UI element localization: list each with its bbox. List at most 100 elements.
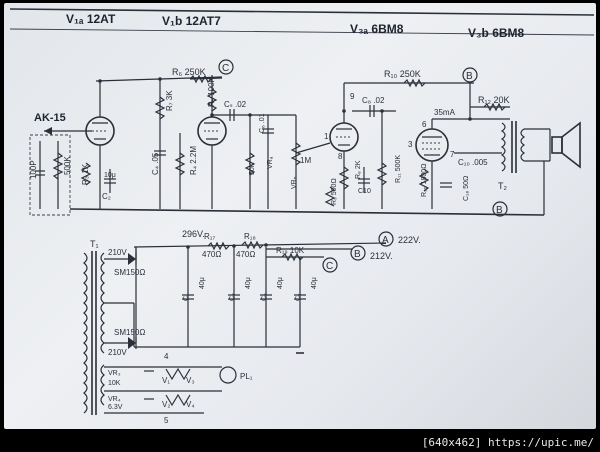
- v3b-tube: [415, 128, 449, 162]
- junction: [186, 245, 190, 249]
- pin7-label: 7: [450, 150, 455, 159]
- c4-label: C₄ .05: [151, 152, 160, 175]
- v210a-label: 210V: [108, 248, 127, 257]
- v2-label: V₂: [162, 400, 170, 409]
- sm150a-label: SM150Ω: [114, 268, 145, 277]
- r9-resistor: [324, 186, 336, 207]
- d1-diode: [128, 253, 136, 265]
- c100p-label: 100P: [29, 160, 38, 179]
- junction: [248, 113, 252, 117]
- node-b-circle: [462, 67, 478, 83]
- junction: [232, 244, 236, 248]
- r7-label: R₇ 3K: [165, 90, 174, 111]
- r3-label: R₃ 1K: [81, 163, 90, 185]
- t1-secondary: [100, 252, 105, 354]
- r3-resistor: [80, 162, 92, 186]
- c10-label: C10: [358, 188, 371, 195]
- r18-resistor: [241, 240, 264, 250]
- top-border: [9, 8, 595, 16]
- heater-v2-v4: [165, 393, 191, 407]
- node-a-label: A: [382, 235, 389, 246]
- v296-label: 296V.: [182, 229, 205, 239]
- header-v1b: V₁b 12AT7: [162, 14, 221, 28]
- pin5-label: 5: [164, 416, 169, 425]
- node-c-label: C: [222, 63, 229, 74]
- header-v3a: V₃ₐ 6BM8: [350, 22, 404, 36]
- v210b-label: 210V: [108, 348, 127, 357]
- r8-resistor: [338, 166, 350, 190]
- speaker-body: [551, 136, 563, 154]
- header-rule: [9, 28, 595, 36]
- t2-primary: [500, 122, 506, 172]
- input-label: AK-15: [34, 112, 66, 124]
- v4-label: V₄: [186, 400, 195, 409]
- junction: [158, 77, 162, 81]
- r11-label: R₁₁ 500K: [395, 155, 402, 183]
- r11-resistor: [376, 162, 388, 186]
- c3-label: C₃: [229, 293, 236, 301]
- c7-value: 40μ: [311, 277, 318, 289]
- r9-label: R₉ 500Ω: [331, 178, 338, 205]
- pin3-label: 3: [408, 140, 413, 149]
- c2-label: C₂: [102, 192, 111, 201]
- pin4-label: 4: [164, 352, 169, 361]
- r5-label: R₅ 100K: [207, 76, 216, 107]
- c3-value: 40μ: [245, 277, 252, 289]
- c1-value: 40μ: [199, 277, 206, 289]
- t1-label: T₁: [90, 239, 99, 249]
- c7-label: C₇: [295, 293, 302, 301]
- psu-rail: [133, 242, 387, 248]
- r12-label: R₁₂ 20K: [478, 95, 510, 105]
- vra-label: VRₐ: [267, 156, 274, 169]
- r20-resistor: [418, 168, 430, 192]
- r50k-label: 50K: [249, 162, 256, 175]
- junction: [98, 79, 102, 83]
- junction: [210, 113, 214, 117]
- v3-label: V₃: [186, 376, 195, 385]
- node-b3-label: B: [354, 249, 361, 260]
- v212-label: 212V.: [370, 251, 393, 261]
- r10-label: R₁₀ 250K: [384, 69, 421, 79]
- vrb-wiper: [295, 142, 331, 154]
- input-box: [29, 134, 71, 216]
- ma35-label: 35mA: [434, 108, 456, 117]
- v1-label: V₁: [162, 376, 170, 385]
- c6-label: C₆ .01: [259, 113, 266, 133]
- header-v3b: V₃b 6BM8: [468, 26, 525, 40]
- input-arrow: [44, 127, 52, 135]
- r5-resistor: [206, 88, 218, 112]
- node-c3-label: C: [326, 261, 333, 272]
- schematic-photo: V₁ₐ 12AT V₁b 12AT7 V₃ₐ 6BM8 V₃b 6BM8 R₆ …: [4, 3, 596, 429]
- vrb-label: VR₅: [291, 176, 298, 189]
- r1m-label: 1M: [300, 156, 311, 165]
- v222-label: 222V.: [398, 235, 421, 245]
- k10-label: 10K: [108, 380, 121, 387]
- node-b2-label: B: [496, 205, 503, 216]
- r17-value: 470Ω: [202, 250, 221, 259]
- c1-label: C₁: [183, 293, 190, 301]
- image-caption: [640x462] https://upic.me/: [421, 436, 594, 449]
- pin9-label: 9: [350, 92, 355, 101]
- t2-label: T₂: [498, 181, 507, 191]
- d2-diode: [128, 337, 136, 349]
- node-c3-circle: [322, 257, 338, 273]
- t2-secondary: [520, 128, 526, 162]
- t1-primary: [83, 252, 88, 414]
- pilot-lamp: [219, 366, 237, 384]
- r4-resistor: [174, 152, 186, 176]
- r500k-label: 500K: [63, 156, 72, 175]
- node-b2-circle: [492, 201, 508, 217]
- schematic-svg: V₁ₐ 12AT V₁b 12AT7 V₃ₐ 6BM8 V₃b 6BM8 R₆ …: [9, 8, 595, 425]
- r1m-resistor: [290, 142, 302, 166]
- r500k-resistor: [52, 152, 64, 180]
- s6v-label: 6.3V: [108, 404, 123, 411]
- c5-label: C₅: [261, 293, 268, 301]
- c18-label: C₁₈ 50Ω: [463, 176, 470, 201]
- vr4-label: VR₄: [108, 396, 121, 403]
- c5-value: 40μ: [277, 277, 284, 289]
- r10-resistor: [403, 78, 426, 88]
- r6-resistor: [189, 74, 212, 84]
- r17-resistor: [207, 241, 230, 251]
- r7-resistor: [154, 96, 166, 120]
